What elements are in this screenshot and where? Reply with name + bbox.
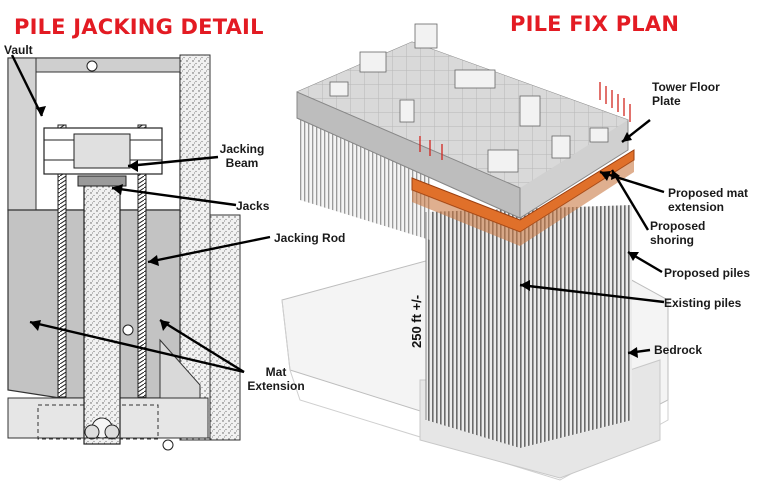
label-proposed-mat-extension-line1: Proposed mat — [668, 186, 749, 200]
label-tower-floor-plate-line2: Plate — [652, 94, 681, 108]
label-tower-floor-plate-line1: Tower Floor — [652, 80, 720, 94]
title-pile-jacking-detail: PILE JACKING DETAIL — [14, 15, 264, 39]
title-pile-fix-plan: PILE FIX PLAN — [510, 12, 680, 36]
label-proposed-shoring-line2: shoring — [650, 233, 694, 247]
label-proposed-mat-extension-line2: extension — [668, 200, 725, 214]
label-proposed-shoring: Proposed shoring — [650, 219, 705, 247]
label-jacking-beam-line1: Jacking — [219, 142, 265, 156]
label-proposed-mat-extension: Proposed mat extension — [668, 186, 748, 214]
label-mat-extension: Mat Extension — [244, 365, 308, 393]
label-jacks: Jacks — [236, 199, 270, 213]
label-mat-extension-line2: Extension — [247, 379, 305, 393]
label-jacking-rod: Jacking Rod — [274, 231, 346, 245]
label-mat-extension-line1: Mat — [265, 365, 287, 379]
label-vault: Vault — [4, 43, 33, 57]
label-existing-piles: Existing piles — [664, 296, 742, 310]
label-proposed-shoring-line1: Proposed — [650, 219, 706, 233]
label-proposed-piles: Proposed piles — [664, 266, 751, 280]
right-arrowheads — [520, 132, 639, 358]
pile-jacking-drawing — [7, 54, 241, 451]
label-tower-floor-plate: Tower Floor Plate — [652, 80, 720, 108]
left-leader-lines — [10, 54, 271, 374]
label-depth-250ft: 250 ft +/- — [409, 294, 424, 348]
label-bedrock: Bedrock — [654, 343, 703, 357]
label-jacking-beam: Jacking Beam — [214, 142, 270, 170]
pile-fix-isometric — [281, 23, 669, 481]
label-jacking-beam-line2: Beam — [225, 156, 259, 170]
left-arrowheads — [30, 106, 170, 331]
